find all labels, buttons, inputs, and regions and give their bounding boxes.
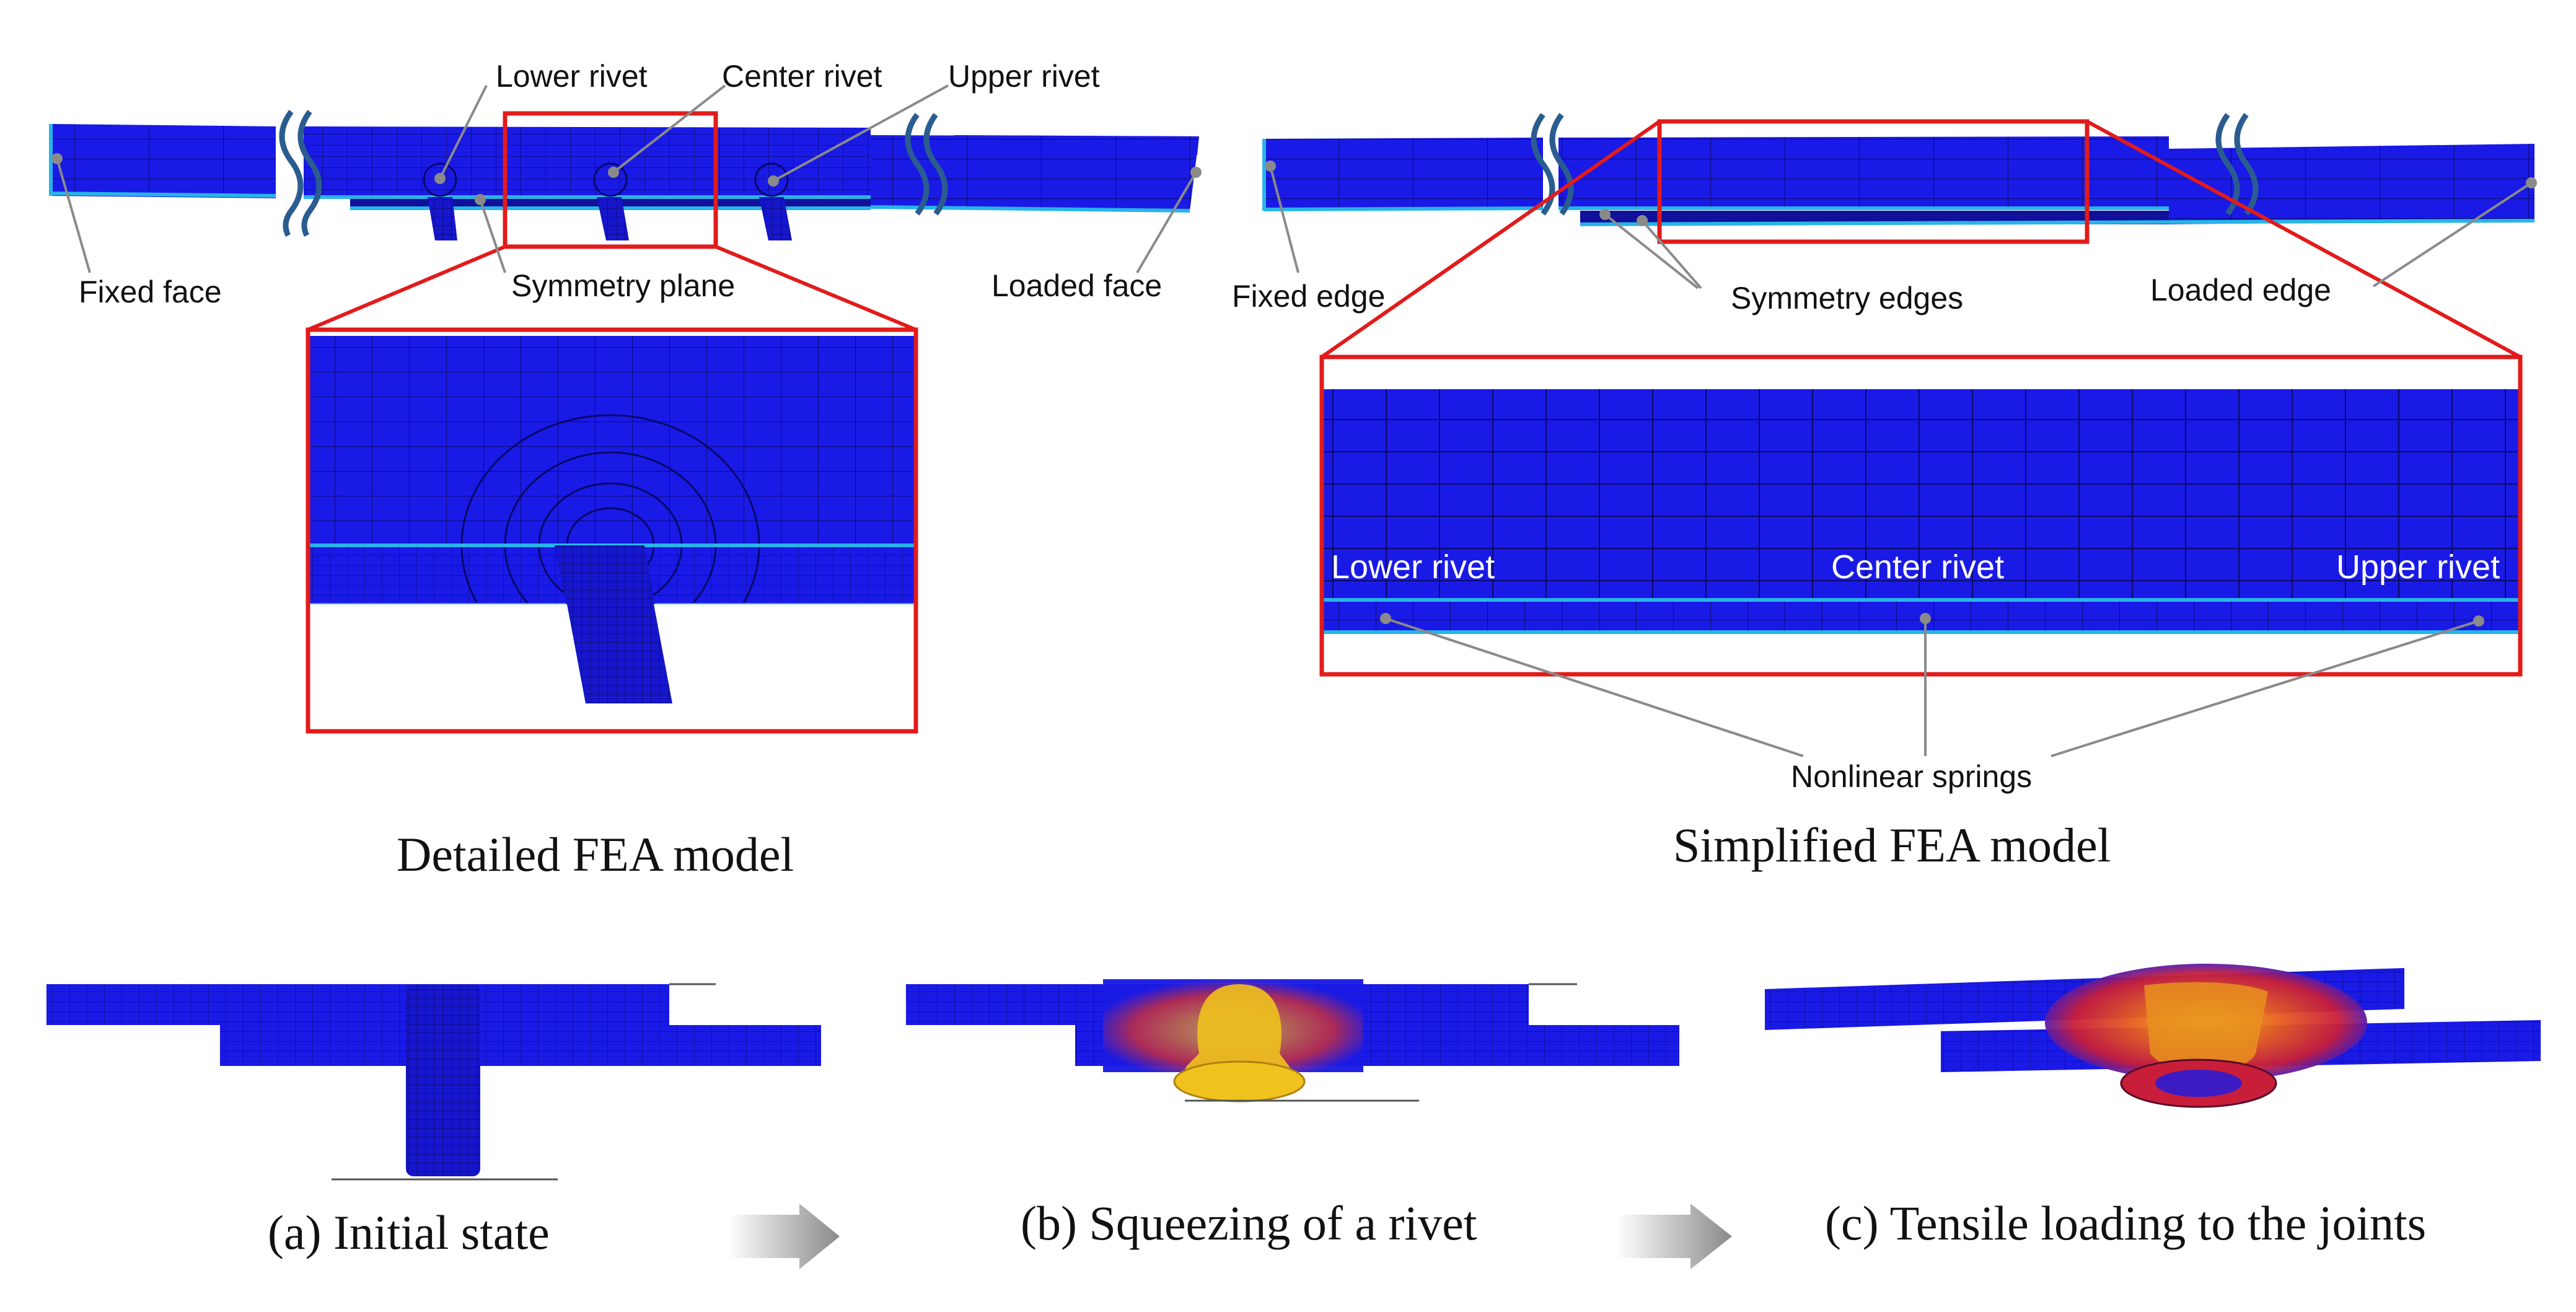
simplified-model: Fixed edge Symmetry edges Loaded edge Lo… (1232, 113, 2537, 872)
stage-c-tensile: (c) Tensile loading to the joints (1765, 964, 2541, 1250)
simplified-zoom-view (1319, 354, 2523, 677)
arrow-a-to-b-icon (728, 1204, 840, 1269)
detailed-model: Lower rivet Center rivet Upper rivet Fix… (49, 59, 1202, 881)
detailed-lower-rivet-shank (428, 197, 457, 240)
detailed-caption: Detailed FEA model (397, 827, 794, 881)
detailed-callout-box (503, 111, 718, 249)
stage-b-squeezing: (b) Squeezing of a rivet (906, 979, 1679, 1250)
detailed-break-right-icon (905, 113, 930, 216)
detailed-fixed-face-label: Fixed face (79, 275, 222, 309)
detailed-loaded-face-label: Loaded face (991, 268, 1162, 303)
detailed-center-rivet-shank (597, 197, 629, 240)
detailed-break-left-icon (279, 110, 304, 237)
stage-c-caption: (c) Tensile loading to the joints (1825, 1196, 2426, 1250)
detailed-leaders (51, 84, 1202, 274)
detailed-upper-rivet-shank (759, 197, 792, 240)
simplified-plate-middle (1558, 136, 2169, 209)
simplified-fixed-edge-label: Fixed edge (1232, 279, 1385, 314)
simplified-plate-right (2169, 144, 2534, 224)
simplified-center-rivet-label: Center rivet (1831, 548, 2004, 586)
arrow-b-to-c-icon (1616, 1204, 1732, 1269)
detailed-zoom-view (306, 327, 918, 734)
detailed-upper-rivet-label: Upper rivet (948, 59, 1100, 94)
simplified-caption: Simplified FEA model (1673, 818, 2111, 872)
simplified-leaders (1265, 161, 2537, 757)
simplified-symmetry-edges-label: Symmetry edges (1731, 281, 1963, 315)
detailed-plate-left (51, 124, 276, 198)
stage-a-caption: (a) Initial state (268, 1205, 550, 1259)
detailed-lower-rivet-label: Lower rivet (496, 59, 648, 94)
simplified-loaded-edge-label: Loaded edge (2150, 273, 2331, 307)
simplified-break-right-icon (2215, 113, 2240, 216)
detailed-center-rivet-label: Center rivet (722, 59, 882, 94)
stage-b-caption: (b) Squeezing of a rivet (1021, 1196, 1477, 1250)
simplified-plate-left (1264, 138, 1543, 211)
detailed-symmetry-plane-label: Symmetry plane (511, 268, 735, 303)
simplified-callout-box (1657, 119, 2090, 244)
simplified-springs-label: Nonlinear springs (1791, 759, 2032, 794)
simplified-lower-rivet-label: Lower rivet (1331, 548, 1495, 586)
stage-a-initial: (a) Initial state (46, 983, 821, 1259)
simplified-upper-rivet-label: Upper rivet (2336, 548, 2500, 586)
